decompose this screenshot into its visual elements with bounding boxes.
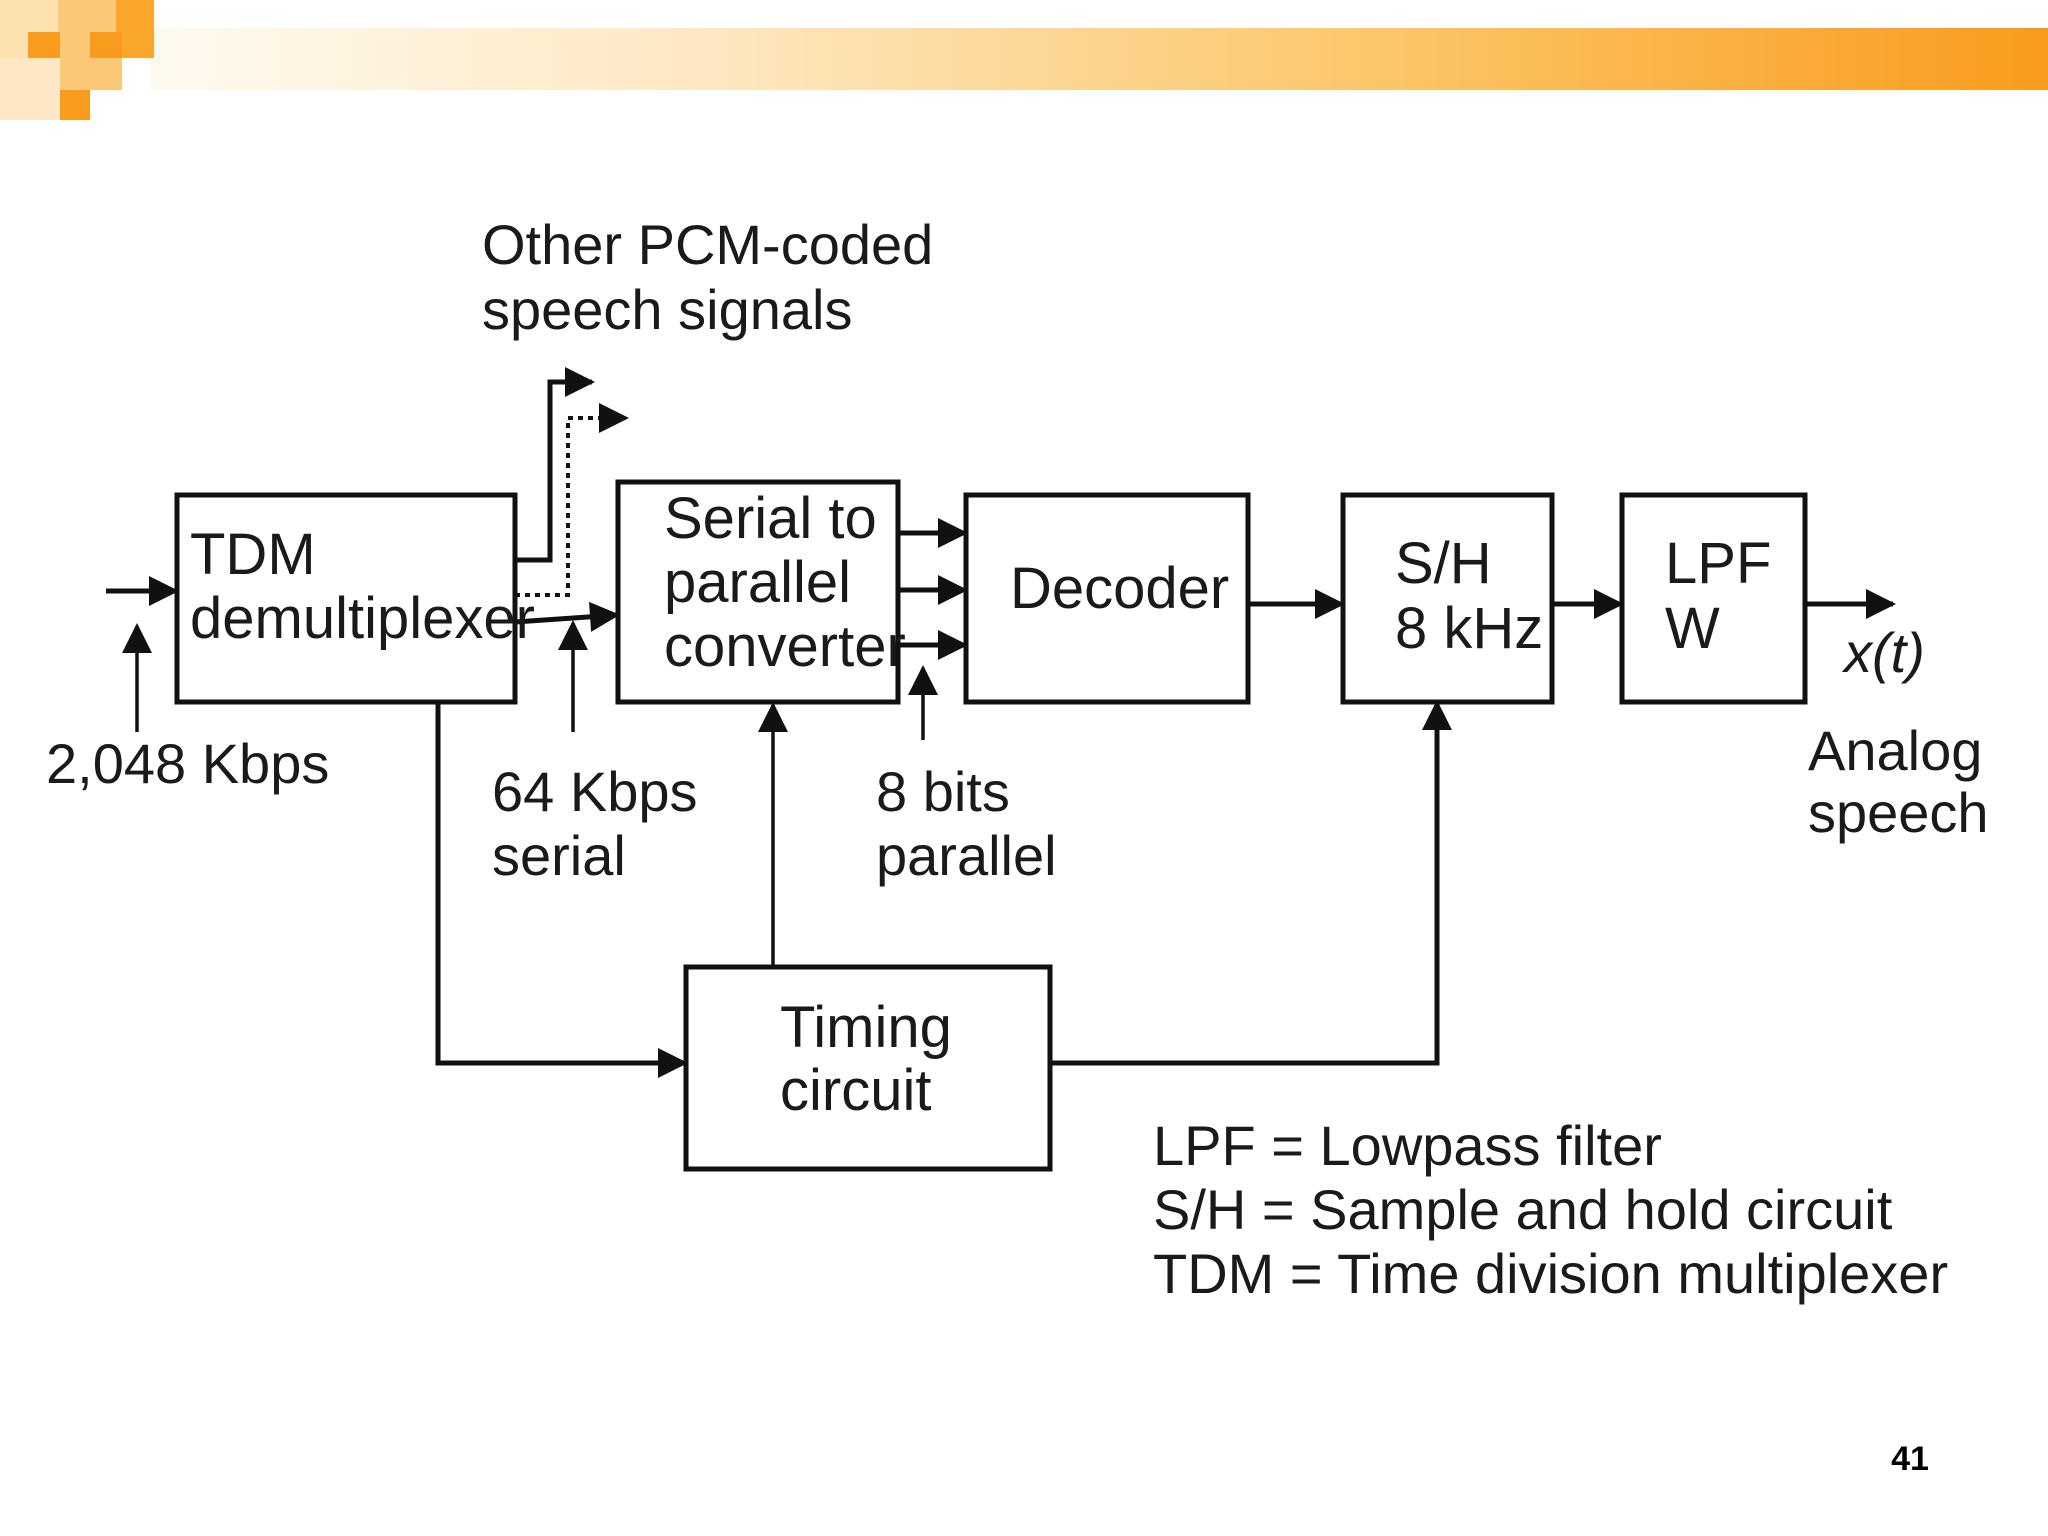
serial-label-line2: parallel bbox=[664, 550, 851, 615]
timing-to-sh-arrow bbox=[1050, 700, 1452, 1066]
serial-rate-label-line1: 64 Kbps bbox=[492, 760, 698, 823]
logo-square bbox=[28, 32, 60, 62]
serial-label-line3: converter bbox=[664, 614, 906, 679]
serial-rate-label-line2: serial bbox=[492, 824, 626, 887]
other-pcm-label-line1: Other PCM-coded bbox=[482, 213, 933, 276]
timing-label-line2: circuit bbox=[780, 1058, 931, 1123]
lpf-block bbox=[1619, 492, 1808, 705]
logo-square bbox=[0, 58, 60, 120]
output-name-label-line1: Analog bbox=[1808, 719, 1982, 782]
other-pcm-label-line2: speech signals bbox=[482, 278, 852, 341]
other-pcm-solid-arrow bbox=[515, 367, 595, 563]
header-gradient-bar bbox=[150, 28, 2048, 90]
parallel-bits-label-line2: parallel bbox=[876, 824, 1057, 887]
page-number: 41 bbox=[1891, 1440, 1929, 1478]
tdm-to-serial-arrow bbox=[514, 601, 620, 632]
output-signal-label: x(t) bbox=[1841, 621, 1925, 684]
output-name-label-line2: speech bbox=[1808, 781, 1989, 844]
serial-label-line1: Serial to bbox=[664, 486, 877, 551]
logo-square bbox=[116, 0, 154, 58]
lpf-label-line2: W bbox=[1665, 596, 1720, 661]
logo-square bbox=[60, 90, 90, 120]
input-rate-label: 2,048 Kbps bbox=[46, 732, 329, 795]
tdm-to-timing-arrow bbox=[435, 702, 688, 1078]
logo-square bbox=[90, 32, 122, 62]
legend-lpf: LPF = Lowpass filter bbox=[1153, 1114, 1662, 1177]
timing-label-line1: Timing bbox=[780, 995, 952, 1060]
tdm-label-line1: TDM bbox=[190, 522, 316, 587]
sh-label-line1: S/H bbox=[1395, 531, 1492, 596]
logo-square bbox=[60, 58, 122, 90]
legend-tdm: TDM = Time division multiplexer bbox=[1153, 1242, 1948, 1305]
parallel-bits-label-line1: 8 bits bbox=[876, 760, 1010, 823]
legend-sh: S/H = Sample and hold circuit bbox=[1153, 1178, 1893, 1241]
sample-hold-block bbox=[1340, 492, 1555, 705]
decoder-label: Decoder bbox=[1010, 556, 1229, 621]
tdm-label-line2: demultiplexer bbox=[190, 586, 535, 651]
timing-circuit-block bbox=[683, 964, 1053, 1172]
sh-label-line2: 8 kHz bbox=[1395, 596, 1543, 661]
other-pcm-dashed-arrow bbox=[515, 403, 629, 597]
lpf-label-line1: LPF bbox=[1665, 531, 1771, 596]
